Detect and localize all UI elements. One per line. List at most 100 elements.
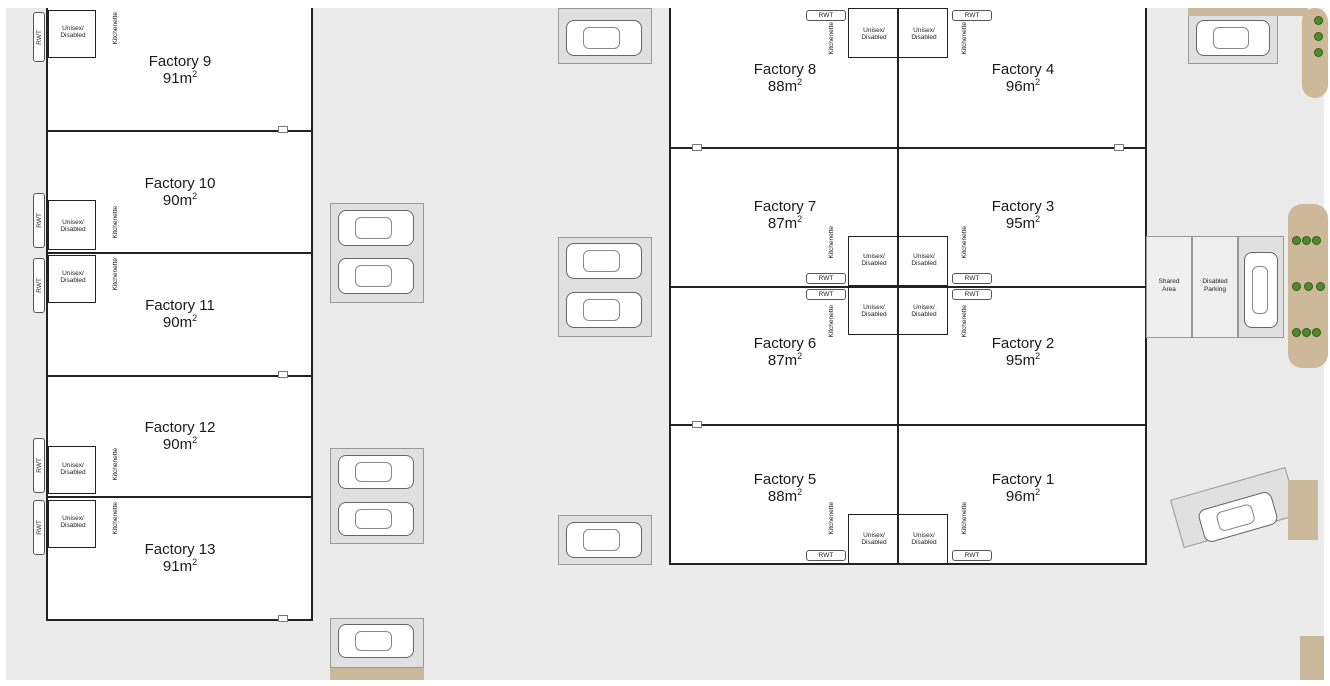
- unisex-wc-9: Unisex/Disabled: [48, 10, 96, 58]
- factory-area: 90m2: [120, 434, 240, 453]
- unisex-wc-12: Unisex/Disabled: [48, 446, 96, 494]
- shrub-icon: [1292, 328, 1301, 337]
- factory-area: 91m2: [120, 557, 240, 575]
- unisex-label: Unisex/Disabled: [903, 253, 945, 267]
- car-icon: [338, 502, 414, 536]
- rwt-1: RWT: [952, 550, 992, 561]
- utility-marker: [692, 421, 702, 428]
- unisex-label: Unisex/Disabled: [53, 25, 93, 39]
- shrub-icon: [1314, 16, 1323, 25]
- factory-name: Factory 2: [991, 335, 1055, 352]
- factory-10-label: Factory 10 90m2: [120, 176, 240, 209]
- unisex-wc-10: Unisex/Disabled: [48, 200, 96, 250]
- disabled-text: Disabled: [60, 277, 86, 284]
- shrub-icon: [1316, 282, 1325, 291]
- landscape-strip: [1288, 480, 1318, 540]
- shared-text: Shared: [1158, 278, 1180, 285]
- kitchenette-4: Kitchenette: [961, 22, 968, 55]
- area-value: 91m: [162, 557, 193, 575]
- unisex-wc-5: Unisex/Disabled: [848, 514, 898, 564]
- rwt-text: RWT: [35, 29, 43, 45]
- unisex-text: Unisex/: [62, 462, 84, 469]
- disabled-text: Disabled: [911, 539, 937, 546]
- unisex-text: Unisex/: [62, 270, 84, 277]
- factory-area: 91m2: [120, 69, 240, 87]
- factory-name: Factory 8: [753, 61, 817, 78]
- factory-6-label: Factory 6 87m2: [725, 336, 845, 369]
- kitchenette-9: Kitchenette: [112, 12, 119, 45]
- area-value: 96m: [1005, 487, 1036, 505]
- left-wall-left: [46, 8, 48, 620]
- shrub-icon: [1312, 236, 1321, 245]
- factory-8-label: Factory 8 88m2: [725, 62, 845, 95]
- factory-area: 88m2: [725, 487, 845, 505]
- unisex-text: Unisex/: [863, 27, 885, 34]
- area-unit: 2: [1035, 486, 1041, 497]
- factory-name: Factory 9: [148, 53, 212, 70]
- car-icon: [566, 292, 642, 328]
- rwt-13: RWT: [33, 500, 45, 555]
- unisex-wc-4: Unisex/Disabled: [898, 8, 948, 58]
- disabled-text: Disabled: [911, 34, 937, 41]
- car-icon: [338, 455, 414, 489]
- unisex-label: Unisex/Disabled: [903, 532, 945, 546]
- disabled-text: Disabled: [1202, 278, 1228, 285]
- factory-area: 95m2: [963, 351, 1083, 369]
- disabled-text: Disabled: [60, 469, 86, 476]
- factory-2-label: Factory 2 95m2: [963, 336, 1083, 369]
- area-value: 91m: [162, 69, 193, 87]
- factory-name: Factory 4: [991, 61, 1055, 78]
- area-value: 95m: [1005, 214, 1036, 232]
- unisex-label: Unisex/Disabled: [53, 270, 93, 284]
- unisex-text: Unisex/: [863, 304, 885, 311]
- kitchenette-10: Kitchenette: [112, 206, 119, 239]
- area-unit: 2: [192, 312, 198, 323]
- unisex-label: Unisex/Disabled: [903, 304, 945, 318]
- kitchenette-13: Kitchenette: [112, 502, 119, 535]
- area-unit: 2: [192, 434, 198, 445]
- divider-10-11: [46, 252, 313, 254]
- factory-1-label: Factory 1 96m2: [963, 472, 1083, 505]
- kitchenette-5: Kitchenette: [828, 502, 835, 535]
- unisex-wc-1: Unisex/Disabled: [898, 514, 948, 564]
- factory-name: Factory 6: [753, 335, 817, 352]
- factory-name: Factory 1: [991, 471, 1055, 488]
- unisex-wc-8: Unisex/Disabled: [848, 8, 898, 58]
- area-text: Area: [1162, 286, 1176, 293]
- kitchenette-7: Kitchenette: [828, 226, 835, 259]
- unisex-label: Unisex/Disabled: [53, 219, 93, 233]
- landscape-strip: [1188, 8, 1308, 16]
- unisex-label: Unisex/Disabled: [853, 532, 895, 546]
- factory-name: Factory 11: [145, 297, 215, 314]
- utility-marker: [1114, 144, 1124, 151]
- rwt-7: RWT: [806, 273, 846, 284]
- area-value: 96m: [1005, 77, 1036, 95]
- disabled-text: Disabled: [60, 32, 86, 39]
- divider-9-10: [46, 130, 313, 132]
- factory-name: Factory 13: [144, 541, 216, 558]
- car-icon: [1196, 20, 1270, 56]
- unisex-label: Unisex/Disabled: [53, 515, 93, 529]
- kitchenette-12: Kitchenette: [112, 448, 119, 481]
- divider-row-3: [669, 424, 1147, 426]
- landscape-strip: [1300, 636, 1324, 680]
- area-value: 87m: [767, 351, 798, 369]
- factory-4-label: Factory 4 96m2: [963, 62, 1083, 95]
- unisex-label: Unisex/Disabled: [853, 27, 895, 41]
- factory-area: 96m2: [963, 77, 1083, 95]
- rwt-3: RWT: [952, 273, 992, 284]
- disabled-text: Disabled: [861, 311, 887, 318]
- factory-area: 90m2: [120, 191, 240, 209]
- shrub-icon: [1292, 282, 1301, 291]
- divider-11-12: [46, 375, 313, 377]
- car-icon: [1244, 252, 1278, 328]
- unisex-text: Unisex/: [863, 532, 885, 539]
- factory-area: 87m2: [725, 214, 845, 232]
- factory-area: 95m2: [963, 214, 1083, 232]
- factory-name: Factory 7: [753, 198, 817, 215]
- left-wall-right: [311, 8, 313, 620]
- rwt-text: RWT: [35, 458, 43, 473]
